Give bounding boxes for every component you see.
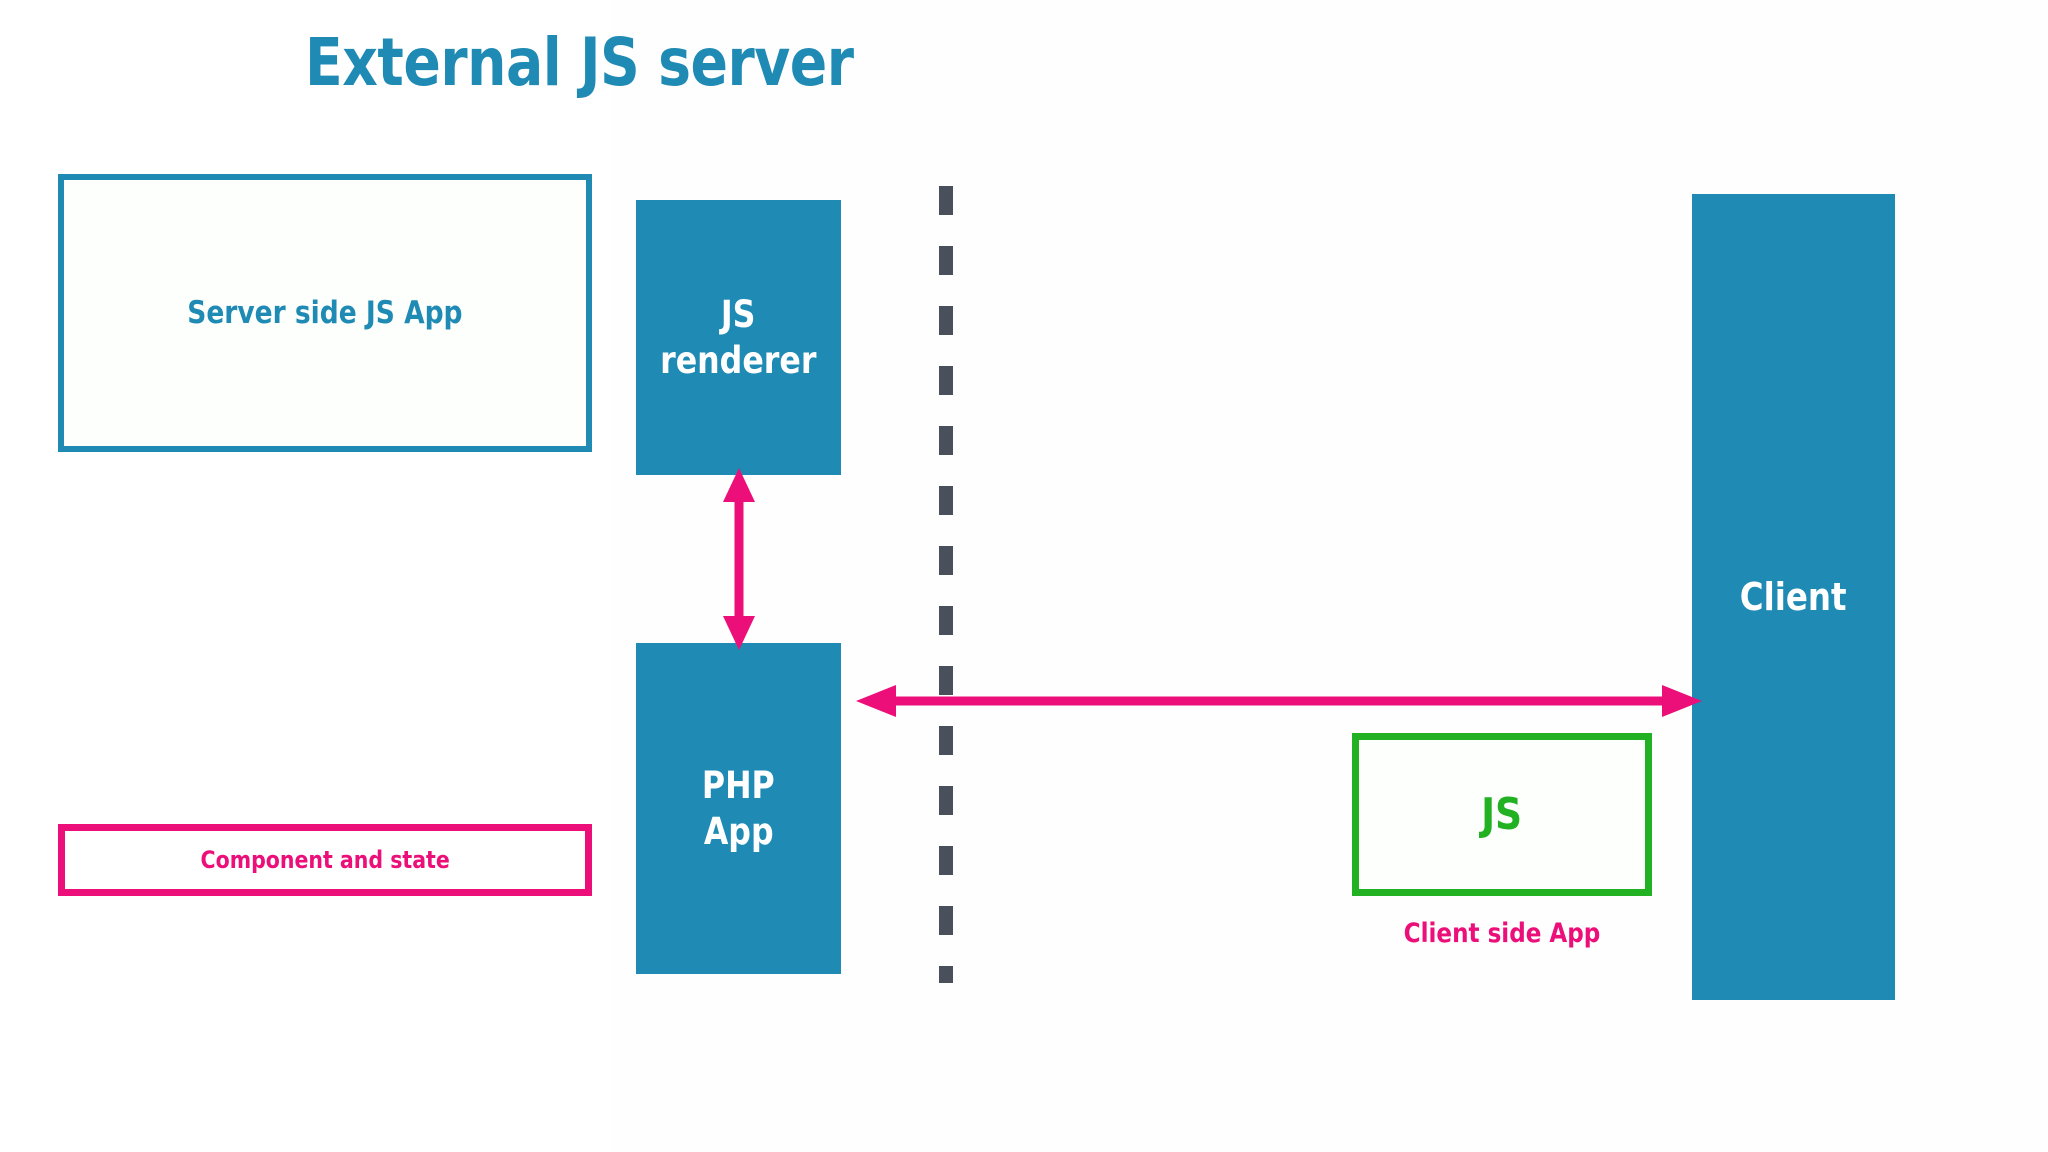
legend-server-side-js-app: Server side JS App — [58, 174, 592, 452]
server-client-boundary-divider — [939, 186, 953, 983]
legend-server-side-js-app-label: Server side JS App — [187, 295, 463, 331]
legend-component-and-state: Component and state — [58, 824, 592, 896]
box-client-side-js-label: JS — [1481, 789, 1523, 840]
block-php-app-line-2: App — [703, 809, 774, 853]
box-client-side-js: JS — [1352, 733, 1652, 896]
legend-component-and-state-label: Component and state — [200, 846, 450, 874]
connector-php-app-to-client — [856, 685, 1702, 717]
connector-js-renderer-to-php-app — [723, 468, 755, 650]
background-panel-left — [0, 0, 612, 1152]
block-client-label: Client — [1740, 575, 1847, 619]
block-php-app: PHP App — [636, 643, 841, 974]
label-client-side-app: Client side App — [1403, 918, 1601, 949]
block-js-renderer-line-2: renderer — [660, 338, 817, 382]
block-client: Client — [1692, 194, 1895, 1000]
block-js-renderer-line-1: JS — [721, 293, 756, 337]
block-php-app-line-1: PHP — [702, 764, 775, 808]
diagram-title: External JS server — [305, 24, 854, 101]
block-js-renderer: JS renderer — [636, 200, 841, 475]
